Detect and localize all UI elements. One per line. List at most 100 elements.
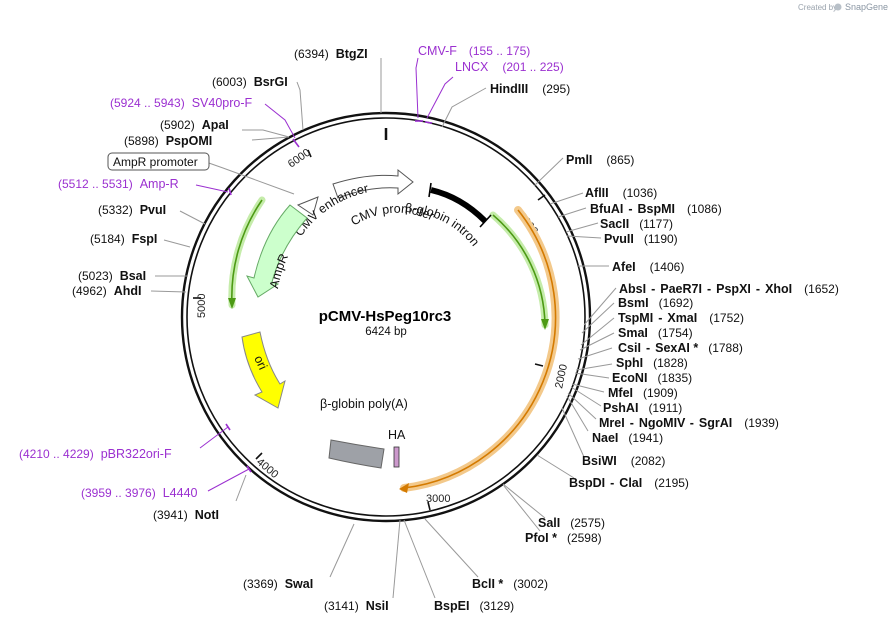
site-swai[interactable]: (3369)SwaI	[243, 577, 313, 591]
site-btgzi[interactable]: (6394)BtgZI	[294, 47, 368, 61]
orf-arrow-orange	[403, 209, 557, 489]
primer-mark-l4440	[246, 465, 252, 473]
leader-econi	[574, 372, 610, 379]
primer-mark-amp-r	[228, 187, 232, 196]
leader-sali	[502, 483, 546, 519]
site-hindiii[interactable]: HindIII(295)	[490, 82, 570, 96]
intron-end-cap	[479, 214, 492, 228]
tick-label-3000: 3000	[426, 493, 450, 505]
orf-arrow-green-right	[492, 214, 546, 326]
ha-tag	[393, 446, 400, 468]
site-bspei[interactable]: BspEI(3129)	[434, 599, 514, 613]
site-sali[interactable]: SalI(2575)	[538, 516, 605, 530]
site-nsii[interactable]: (3141)NsiI	[324, 599, 389, 613]
leader-pbr322ori-f	[199, 426, 229, 449]
site-noti[interactable]: (3941)NotI	[153, 508, 219, 522]
site-bsmi[interactable]: BsmI(1692)	[618, 296, 693, 310]
leader-apai	[242, 129, 290, 138]
beta-globin-intron-bar	[430, 187, 488, 224]
ori-label: ori	[251, 353, 270, 372]
primer-pbr322ori-f[interactable]: (4210 .. 4229)pBR322ori-F	[19, 447, 172, 461]
tick-label-2000: 2000	[553, 363, 570, 389]
primer-mark-sv40pro-f	[292, 138, 300, 148]
primer-amp-r[interactable]: (5512 .. 5531)Amp-R	[58, 177, 179, 191]
cmv-enhancer-label: CMV enhancer	[292, 181, 369, 239]
site-pvui[interactable]: (5332)PvuI	[98, 203, 166, 217]
site-afei[interactable]: AfeI(1406)	[612, 260, 684, 274]
beta-globin-polya-box	[328, 439, 385, 469]
leader-bspdi-clai	[536, 454, 575, 479]
leader-bsiwi	[561, 407, 585, 458]
leader-hindiii	[441, 87, 487, 128]
leader-sphi	[575, 363, 613, 371]
site-fspi[interactable]: (5184)FspI	[90, 232, 157, 246]
site-pfoi[interactable]: PfoI *(2598)	[525, 531, 602, 545]
site-bsai[interactable]: (5023)BsaI	[78, 269, 146, 283]
site-bspdi-clai[interactable]: BspDI-ClaI(2195)	[569, 476, 689, 490]
tick-label-5000: 5000	[196, 294, 208, 318]
site-mfei[interactable]: MfeI(1909)	[608, 386, 678, 400]
leader-pvui	[179, 210, 206, 225]
site-bcli[interactable]: BclI *(3002)	[472, 577, 548, 591]
orf-arrow-green-right-head	[541, 319, 549, 330]
leader-aflii	[549, 192, 584, 205]
primer-mark-pbr322ori-f	[225, 423, 231, 431]
tick-mark-4000	[255, 452, 263, 460]
leader-pvuii	[566, 235, 602, 239]
site-econi[interactable]: EcoNI(1835)	[612, 371, 692, 385]
leader-smai	[579, 332, 615, 351]
leader-bsmi	[581, 302, 615, 334]
site-bfuai-bspmi[interactable]: BfuAI-BspMI(1086)	[590, 202, 722, 216]
leader-csii	[577, 347, 613, 360]
primer-l4440[interactable]: (3959 .. 3976)L4440	[81, 486, 198, 500]
tick-mark-3000	[427, 501, 431, 511]
primer-sv40pro-f[interactable]: (5924 .. 5943)SV40pro-F	[110, 96, 253, 110]
primer-lncx[interactable]: LNCX(201 .. 225)	[455, 60, 564, 74]
ori-arrow	[241, 331, 286, 409]
intron-start-cap	[428, 182, 432, 198]
plasmid-size: 6424 bp	[365, 326, 407, 338]
site-mrei-ngomiv-sgrai[interactable]: MreI-NgoMIV-SgrAI(1939)	[599, 416, 779, 430]
site-ahdi[interactable]: (4962)AhdI	[72, 284, 141, 298]
leader-tspmi	[580, 317, 615, 346]
site-pmli[interactable]: PmlI(865)	[566, 153, 634, 167]
leader-nsii	[392, 519, 401, 599]
site-pshai[interactable]: PshAI(1911)	[603, 401, 682, 415]
ampr-promoter-box	[107, 152, 210, 171]
site-tspmi-xmai[interactable]: TspMI-XmaI(1752)	[618, 311, 744, 325]
site-pspomi[interactable]: (5898)PspOMI	[124, 134, 212, 148]
site-bsiwi[interactable]: BsiWI(2082)	[582, 454, 665, 468]
leader-noti	[235, 474, 247, 502]
site-apai[interactable]: (5902)ApaI	[160, 118, 229, 132]
cmv-promoter-arrow	[332, 168, 414, 199]
site-naei[interactable]: NaeI(1941)	[592, 431, 663, 445]
leader-cmv-f	[415, 57, 419, 119]
site-aflii[interactable]: AflII(1036)	[585, 186, 657, 200]
leader-naei	[566, 395, 589, 432]
tick-mark-1000	[537, 194, 546, 201]
site-sphi[interactable]: SphI(1828)	[616, 356, 688, 370]
site-absi-paer7i-pspxi-xhoi[interactable]: AbsI-PaeR7I-PspXI-XhoI(1652)	[619, 282, 839, 296]
leader-fspi	[163, 239, 191, 248]
ampr-promoter-label[interactable]: AmpR promoter	[113, 155, 198, 169]
primer-mark-lncx	[424, 121, 433, 124]
leader-mrei	[567, 392, 597, 420]
leader-bsrgi	[296, 81, 304, 131]
leader-ampr-promoter	[205, 161, 295, 195]
credit-logo-text: SnapGene	[845, 2, 888, 12]
orf-arrow-green-left-head	[228, 298, 236, 309]
site-smai[interactable]: SmaI(1754)	[618, 326, 693, 340]
ha-label: HA	[388, 428, 406, 442]
tick-mark-2000	[534, 363, 544, 367]
site-bsrgi[interactable]: (6003)BsrGI	[212, 75, 288, 89]
primer-cmv-f[interactable]: CMV-F(155 .. 175)	[418, 44, 530, 58]
tick-mark-6000	[307, 149, 312, 158]
site-sacii[interactable]: SacII(1177)	[600, 217, 673, 231]
leader-sacii	[565, 222, 599, 233]
leader-swai	[329, 523, 355, 578]
site-pvuii[interactable]: PvuII(1190)	[604, 232, 678, 246]
leader-bfuai	[557, 207, 587, 218]
leader-pshai	[570, 386, 602, 407]
site-csii-sexai[interactable]: CsiI-SexAI *(1788)	[618, 341, 743, 355]
